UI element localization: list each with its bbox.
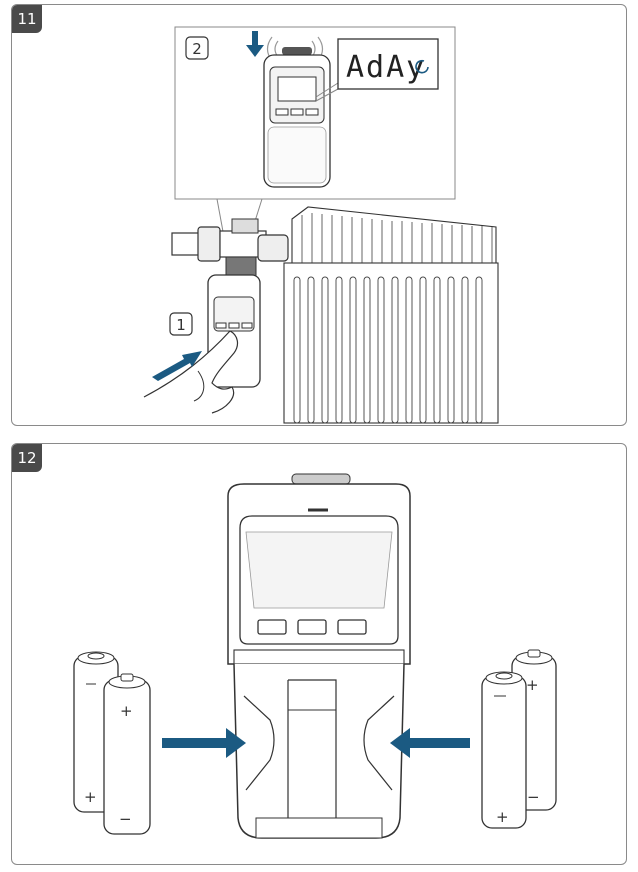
battery-icon: + − <box>103 673 151 835</box>
step-number-badge: 12 <box>12 444 42 472</box>
callout-frame <box>174 26 456 200</box>
battery-icon: + <box>481 671 527 829</box>
battery-plus-mark: + <box>84 788 97 806</box>
battery-plus-mark: + <box>496 808 509 826</box>
step-1-label: 1 <box>176 316 186 334</box>
panel-step-11: 11 2 <box>11 4 627 426</box>
battery-minus-mark: − <box>119 810 132 828</box>
step-2-label: 2 <box>192 40 202 58</box>
lcd-text: AdAy <box>346 50 426 85</box>
thermostat-open-battery <box>227 473 411 839</box>
valve-assembly <box>171 218 289 280</box>
hand <box>143 330 239 414</box>
battery-minus-mark: − <box>527 788 540 806</box>
step-number-badge: 11 <box>12 5 42 33</box>
step-1-marker: 1 <box>169 312 193 336</box>
lcd-display: AdAy <box>337 38 439 90</box>
press-arrow-icon <box>246 31 264 57</box>
step-12-illustration: + + − + − + <box>73 473 557 839</box>
panel-step-12: 12 <box>11 443 627 865</box>
insert-arrow-icon <box>390 728 470 758</box>
radiator <box>283 206 499 424</box>
thermostat-front <box>263 47 331 188</box>
battery-plus-mark: + <box>120 702 133 720</box>
insert-arrow-icon <box>152 351 202 381</box>
insert-arrow-icon <box>162 728 246 758</box>
step-11-illustration: 2 AdAy <box>143 26 499 424</box>
battery-plus-mark: + <box>526 676 539 694</box>
step-2-marker: 2 <box>185 36 209 60</box>
